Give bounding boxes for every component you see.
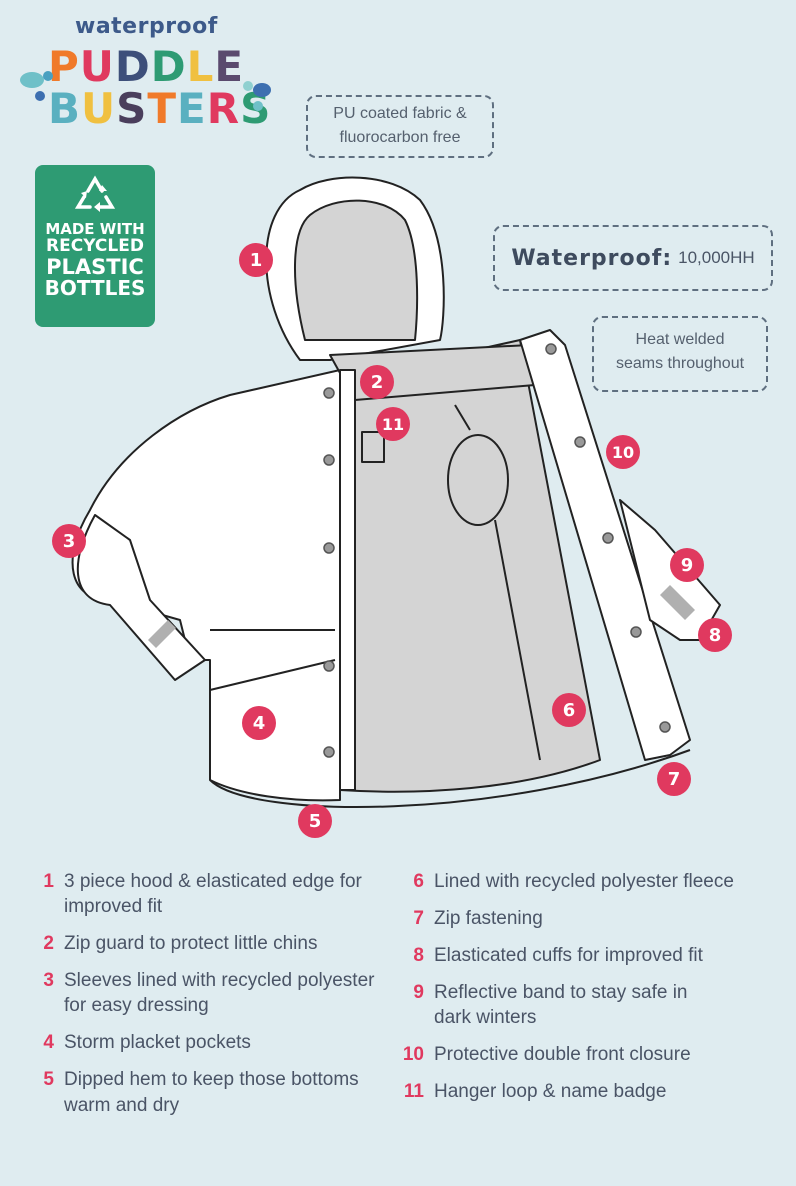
marker-4: 4	[242, 706, 276, 740]
marker-10: 10	[606, 435, 640, 469]
seams-callout-line-2: seams throughout	[615, 355, 745, 372]
badge-line-2: RECYCLED	[46, 235, 144, 256]
waterproof-callout: Waterproof: 10,000HH	[493, 225, 773, 291]
seams-callout: Heat welded seams throughout	[592, 316, 768, 392]
logo-busters: BUSTERS	[48, 84, 270, 133]
marker-6: 6	[552, 693, 586, 727]
recycle-icon	[74, 175, 116, 212]
marker-3: 3	[52, 524, 86, 558]
waterproof-value: 10,000HH	[678, 248, 755, 268]
logo-puddle: PUDDLE	[48, 42, 245, 91]
logo-tagline: waterproof	[75, 14, 218, 39]
marker-1: 1	[239, 243, 273, 277]
splash-icon-left	[20, 71, 53, 101]
marker-11: 11	[376, 407, 410, 441]
marker-2: 2	[360, 365, 394, 399]
badge-line-1: MADE WITH	[45, 220, 145, 238]
recycled-badge: MADE WITH RECYCLED PLASTIC BOTTLES	[35, 165, 155, 327]
badge-line-4: BOTTLES	[44, 275, 146, 300]
marker-9: 9	[670, 548, 704, 582]
badge-line-3: PLASTIC	[46, 254, 144, 279]
waterproof-label: Waterproof:	[511, 245, 673, 271]
fabric-callout-line-1: PU coated fabric &	[333, 105, 467, 122]
splash-icon-right	[243, 81, 271, 111]
fabric-callout-line-2: fluorocarbon free	[339, 129, 461, 146]
jacket-illustration	[71, 176, 721, 809]
seams-callout-line-1: Heat welded	[635, 331, 725, 348]
marker-8: 8	[698, 618, 732, 652]
marker-5: 5	[298, 804, 332, 838]
marker-7: 7	[657, 762, 691, 796]
fabric-callout: PU coated fabric & fluorocarbon free	[306, 95, 494, 158]
